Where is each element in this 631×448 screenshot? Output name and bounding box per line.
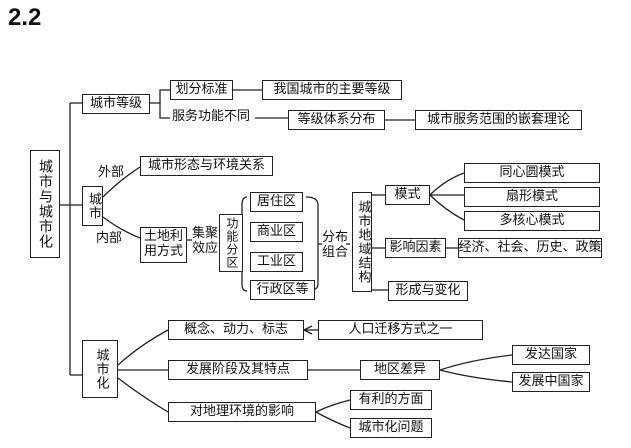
criteria-node: 划分标准 xyxy=(170,80,233,100)
concentric-zone-model: 同心圆模式 xyxy=(464,163,600,183)
nested-theory-node: 城市服务范围的嵌套理论 xyxy=(415,110,582,130)
urbanization-problems-node: 城市化问题 xyxy=(350,418,432,438)
sector-model: 扇形模式 xyxy=(464,187,600,207)
administrative-zone: 行政区等 xyxy=(250,280,315,300)
city-levels-node: 我国城市的主要等级 xyxy=(262,80,402,100)
city-grade-node: 城市等级 xyxy=(82,94,150,114)
developed-countries-node: 发达国家 xyxy=(512,345,590,365)
hierarchy-node: 等级体系分布 xyxy=(288,110,385,130)
external-label: 外部 xyxy=(98,165,125,180)
urbanization-node: 城市化 xyxy=(82,340,118,398)
service-function-text: 服务功能不同 xyxy=(172,109,251,124)
agglomeration-text: 集聚效应 xyxy=(192,226,219,256)
urban-structure-node: 城市地域结构 xyxy=(352,192,372,292)
model-node: 模式 xyxy=(385,185,430,205)
concept-node: 概念、动力、标志 xyxy=(168,320,304,340)
industrial-zone: 工业区 xyxy=(250,252,303,272)
page-heading: 2.2 xyxy=(8,4,42,31)
regional-difference-node: 地区差异 xyxy=(360,360,440,380)
city-node: 城市 xyxy=(82,186,103,226)
root-node: 城市与城市化 xyxy=(30,150,60,258)
influencing-factors-node: 影响因素 xyxy=(385,238,446,258)
developing-countries-node: 发展中国家 xyxy=(512,372,590,392)
internal-label: 内部 xyxy=(96,231,123,246)
environmental-impact-node: 对地理环境的影响 xyxy=(168,402,316,422)
stages-node: 发展阶段及其特点 xyxy=(168,360,308,380)
favorable-aspects-node: 有利的方面 xyxy=(350,390,432,410)
formation-change-node: 形成与变化 xyxy=(388,281,468,301)
multiple-nuclei-model: 多核心模式 xyxy=(464,211,600,231)
layout-combination-text: 分布组合 xyxy=(322,230,349,260)
land-use-node: 土地利用方式 xyxy=(140,227,187,263)
factor-list-node: 经济、社会、历史、政策 xyxy=(458,238,602,258)
commercial-zone: 商业区 xyxy=(250,222,303,242)
functional-zones-node: 功能分区 xyxy=(219,214,243,272)
city-form-node: 城市形态与环境关系 xyxy=(140,156,273,176)
migration-node: 人口迁移方式之一 xyxy=(318,320,483,340)
residential-zone: 居住区 xyxy=(250,192,303,212)
